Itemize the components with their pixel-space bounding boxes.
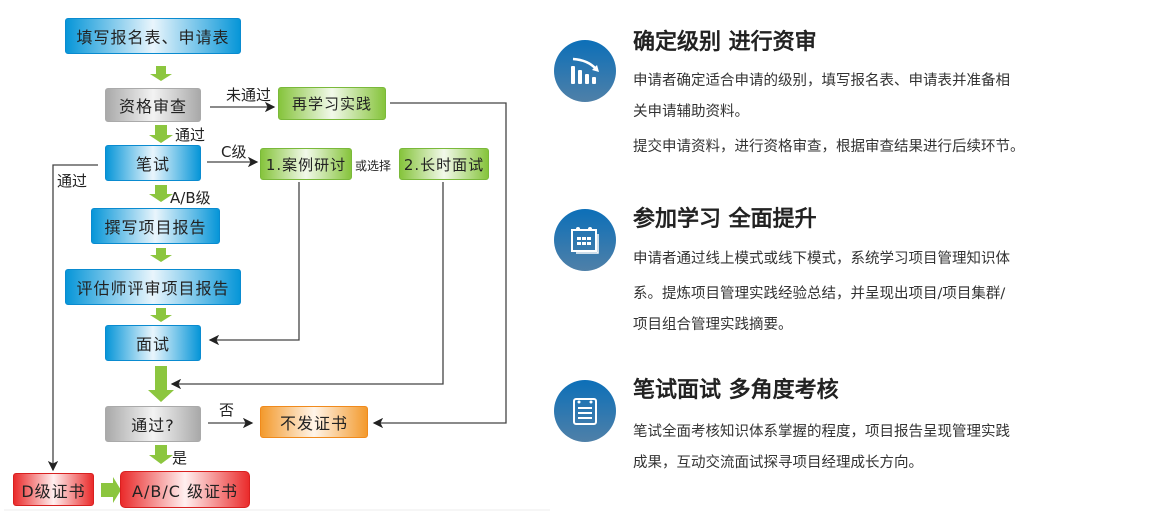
step-assessor-review: 评估师评审项目报告 bbox=[65, 269, 241, 305]
calendar-icon bbox=[554, 209, 616, 271]
section-3-text: 笔试全面考核知识体系掌握的程度，项目报告呈现管理实践 成果，互动交流面试探寻项目… bbox=[633, 417, 1113, 479]
arrow-case-to-interview bbox=[208, 182, 300, 346]
label-not-passed: 未通过 bbox=[226, 86, 272, 104]
document-icon bbox=[554, 380, 616, 442]
label-grade-c: C级 bbox=[221, 143, 247, 161]
chart-down-icon bbox=[554, 40, 616, 102]
section-3-title: 笔试面试 多角度考核 bbox=[633, 378, 839, 403]
text-line: 系。提炼项目管理实践经验总结，并呈现出项目/项目集群/ bbox=[633, 286, 1006, 302]
arrow-passed-to-d bbox=[47, 164, 98, 472]
text-line: 笔试全面考核知识体系掌握的程度，项目报告呈现管理实践 bbox=[633, 424, 1010, 440]
arrow-relearn-to-nocert bbox=[372, 102, 507, 429]
step-written-exam: 笔试 bbox=[105, 145, 201, 181]
step-case-study: 1.案例研讨 bbox=[260, 148, 352, 180]
step-d-certificate: D级证书 bbox=[13, 473, 94, 506]
green-arrows bbox=[101, 66, 174, 503]
step-pass-decision: 通过? bbox=[105, 406, 201, 442]
text-line: 提交申请资料，进行资格审查，根据审查结果进行后续环节。 bbox=[633, 139, 1025, 155]
label-passed: 通过 bbox=[175, 126, 206, 144]
section-2-text: 申请者通过线上模式或线下模式，系统学习项目管理知识体 系。提炼项目管理实践经验总… bbox=[633, 244, 1113, 341]
flow-connectors bbox=[4, 66, 550, 511]
text-line: 申请者通过线上模式或线下模式，系统学习项目管理知识体 bbox=[633, 251, 1010, 267]
step-relearn: 再学习实践 bbox=[278, 87, 386, 120]
section-2-title: 参加学习 全面提升 bbox=[633, 207, 817, 232]
step-write-report: 撰写项目报告 bbox=[91, 208, 220, 244]
label-no: 否 bbox=[219, 401, 235, 419]
label-passed-left: 通过 bbox=[57, 172, 88, 190]
arrow-long-interview bbox=[170, 182, 444, 390]
step-fill-form: 填写报名表、申请表 bbox=[65, 18, 241, 54]
section-1-text: 申请者确定适合申请的级别，填写报名表、申请表并准备相 关申请辅助资料。 提交申请… bbox=[633, 66, 1113, 163]
text-line: 成果，互动交流面试探寻项目经理成长方向。 bbox=[633, 455, 923, 471]
step-no-certificate: 不发证书 bbox=[260, 406, 368, 438]
label-or-choose: 或选择 bbox=[355, 159, 392, 173]
step-abc-certificate: A/B/C 级证书 bbox=[120, 471, 250, 508]
step-interview: 面试 bbox=[105, 325, 201, 361]
text-line: 申请者确定适合申请的级别，填写报名表、申请表并准备相 bbox=[633, 73, 1010, 89]
label-grade-ab: A/B级 bbox=[170, 189, 211, 207]
step-long-interview: 2.长时面试 bbox=[399, 148, 489, 180]
step-qualification-review: 资格审查 bbox=[105, 88, 201, 122]
label-yes: 是 bbox=[172, 449, 188, 467]
text-line: 项目组合管理实践摘要。 bbox=[633, 317, 793, 333]
section-1-title: 确定级别 进行资审 bbox=[633, 30, 817, 55]
text-line: 关申请辅助资料。 bbox=[633, 104, 749, 120]
